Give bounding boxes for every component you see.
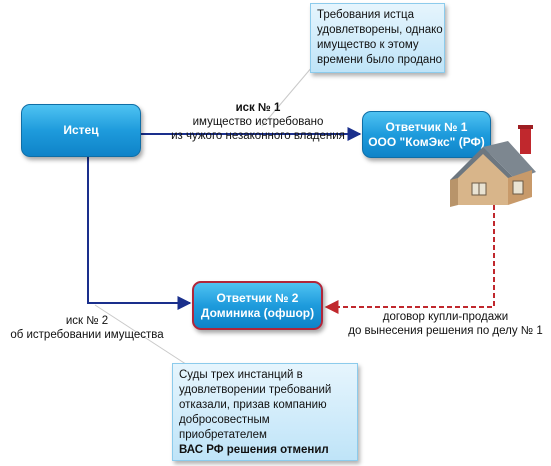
court-result-note: Требования истца удовлетворены, однако и… [310, 3, 445, 73]
house-icon [450, 125, 536, 207]
claim1-line: имущество истребовано [192, 116, 324, 128]
note-line: времени было продано [317, 54, 443, 66]
respondent1-name: ООО "КомЭкс" (РФ) [368, 134, 485, 149]
claim1-label: иск № 1 имущество истребовано из чужого … [168, 101, 348, 143]
bottom-note-pointer [94, 304, 196, 371]
note-line: удовлетворении требований [179, 384, 332, 396]
note-line: приобретателем [179, 429, 267, 441]
respondent2-title: Ответчик № 2 [216, 290, 299, 305]
claim2-line: об истребовании имущества [10, 329, 164, 341]
claim2-title: иск № 2 [65, 315, 109, 327]
note-line: отказали, призав компанию [179, 399, 327, 411]
note-line: удовлетворены, однако [317, 24, 443, 36]
claim2-label: иск № 2 об истребовании имущества [0, 314, 174, 342]
contract-label: договор купли-продажи до вынесения решен… [340, 310, 551, 338]
contract-arrow [324, 205, 495, 314]
court-history-note: Суды трех инстанций в удовлетворении тре… [172, 363, 358, 461]
claim2-arrow [87, 157, 192, 310]
plaintiff-node[interactable]: Истец [21, 104, 141, 157]
respondent1-node[interactable]: Ответчик № 1 ООО "КомЭкс" (РФ) [362, 111, 491, 158]
contract-line: договор купли-продажи [382, 311, 509, 323]
note-line: добросовестным [179, 414, 270, 426]
contract-line: до вынесения решения по делу № 1 [348, 325, 543, 337]
claim1-line: из чужого незаконного владения [171, 130, 345, 142]
plaintiff-label: Истец [63, 123, 99, 137]
respondent1-title: Ответчик № 1 [385, 119, 468, 134]
note-line: имущество к этому [317, 39, 419, 51]
note-emphasis: ВАС РФ решения отменил [179, 444, 329, 456]
claim1-title: иск № 1 [235, 102, 281, 114]
respondent2-node[interactable]: Ответчик № 2 Доминика (офшор) [192, 281, 323, 330]
note-line: Требования истца [317, 9, 415, 21]
note-line: Суды трех инстанций в [179, 369, 303, 381]
respondent2-name: Доминика (офшор) [200, 305, 315, 320]
top-note-pointer [261, 59, 319, 127]
